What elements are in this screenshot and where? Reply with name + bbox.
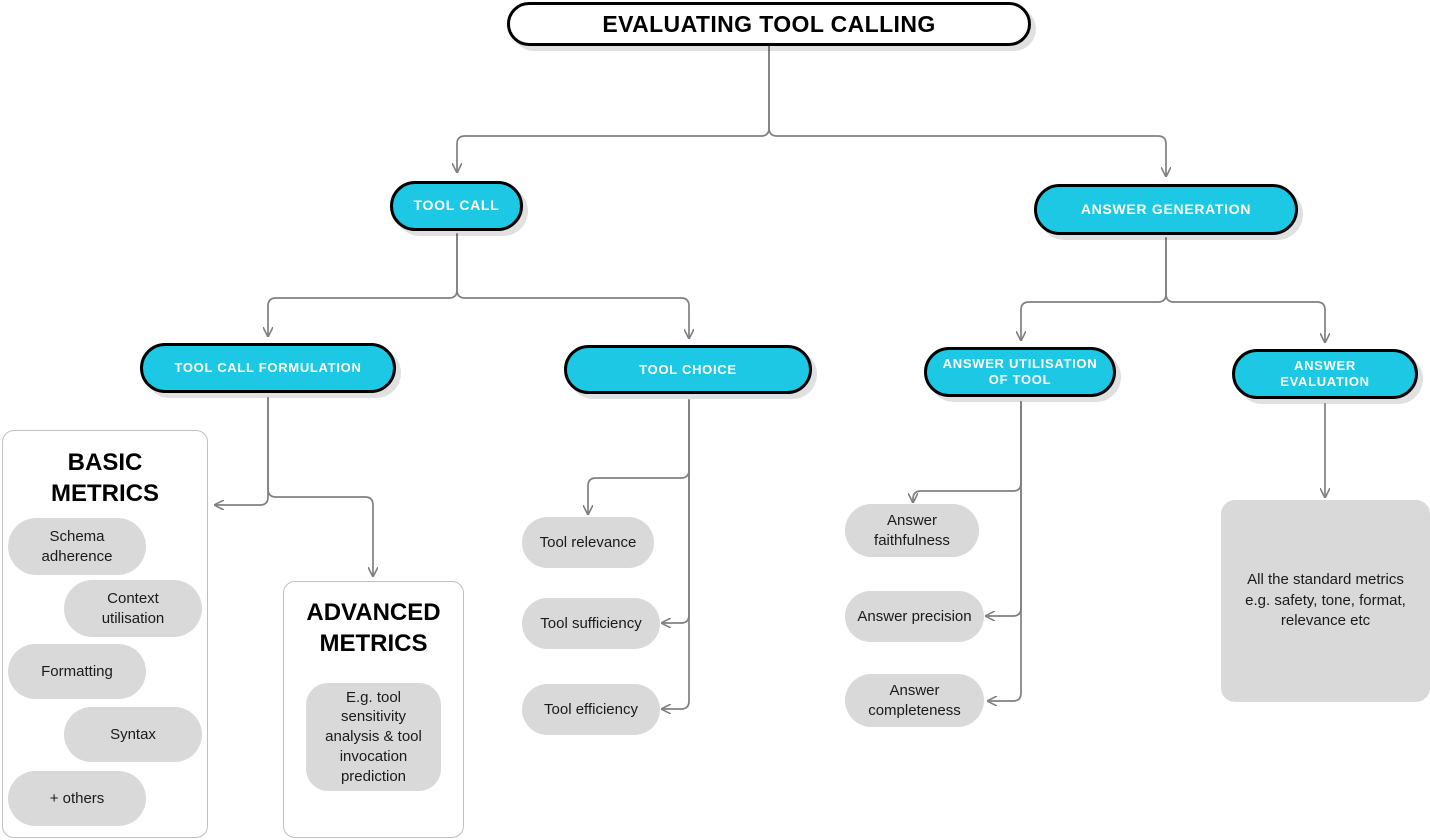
chip-advanced-metrics-example-label: E.g. tool sensitivity analysis & tool in… [325, 688, 422, 785]
chip-plus-others-label: + others [49, 789, 105, 807]
chip-context-utilisation-line2: utilisation [101, 609, 165, 627]
chip-answer-faithfulness[interactable]: Answer faithfulness [845, 504, 979, 557]
panel-advanced-metrics-title: ADVANCED METRICS [284, 598, 463, 659]
chip-schema-adherence-line1: Schema [49, 527, 105, 545]
block-standard-metrics[interactable]: All the standard metrics e.g. safety, to… [1221, 500, 1430, 702]
chip-formatting-label: Formatting [41, 662, 113, 680]
edge-formulation-to-advanced-metrics [267, 397, 373, 576]
chip-schema-adherence[interactable]: Schema adherence [8, 518, 146, 575]
chip-answer-precision-label: Answer precision [857, 607, 972, 625]
node-tool-choice[interactable]: TOOL CHOICE [564, 345, 812, 394]
edge-tool-call-to-formulation [268, 233, 458, 336]
edge-root-to-tool-call [457, 45, 770, 172]
node-tool-call-formulation[interactable]: TOOL CALL FORMULATION [140, 343, 396, 393]
chip-tool-relevance-label: Tool relevance [539, 533, 637, 551]
edge-formulation-to-basic-metrics [215, 397, 269, 505]
node-answer-generation-label: ANSWER GENERATION [1080, 200, 1252, 217]
chip-answer-precision[interactable]: Answer precision [845, 591, 984, 642]
edge-root-to-answer-generation [768, 45, 1166, 176]
edge-utilisation-to-precision [986, 401, 1022, 616]
edge-tool-choice-to-tool-efficiency [662, 399, 690, 709]
node-tool-call[interactable]: TOOL CALL [390, 181, 523, 231]
panel-advanced-metrics-title-line1: ADVANCED [306, 599, 441, 626]
panel-basic-metrics-title-line1: BASIC [67, 449, 143, 476]
chip-answer-completeness[interactable]: Answer completeness [845, 674, 984, 727]
edge-tool-choice-to-tool-sufficiency [662, 399, 690, 623]
chip-context-utilisation-line1: Context [107, 589, 159, 607]
node-tool-choice-label: TOOL CHOICE [639, 361, 737, 377]
node-answer-evaluation[interactable]: ANSWER EVALUATION [1232, 349, 1418, 399]
chip-syntax[interactable]: Syntax [64, 707, 202, 762]
root-node-evaluating-tool-calling[interactable]: EVALUATING TOOL CALLING [507, 2, 1031, 46]
chip-tool-sufficiency-label: Tool sufficiency [540, 614, 642, 632]
chip-schema-adherence-line2: adherence [41, 547, 113, 565]
chip-answer-completeness-line1: Answer [889, 681, 940, 699]
edge-answer-generation-to-utilisation [1021, 237, 1167, 340]
node-answer-utilisation-line1: ANSWER UTILISATION [942, 356, 1098, 372]
block-standard-metrics-label: All the standard metrics e.g. safety, to… [1245, 570, 1406, 630]
panel-advanced-metrics-title-line2: METRICS [319, 629, 428, 657]
node-answer-generation[interactable]: ANSWER GENERATION [1034, 184, 1298, 235]
node-answer-evaluation-line2: EVALUATION [1280, 374, 1370, 389]
node-answer-utilisation-of-tool[interactable]: ANSWER UTILISATION OF TOOL [924, 347, 1116, 397]
node-tool-call-label: TOOL CALL [413, 197, 500, 214]
panel-basic-metrics-title-line2: METRICS [51, 479, 159, 507]
chip-plus-others[interactable]: + others [8, 771, 146, 826]
chip-tool-efficiency-label: Tool efficiency [544, 700, 638, 718]
chip-advanced-metrics-example[interactable]: E.g. tool sensitivity analysis & tool in… [306, 683, 441, 791]
node-answer-evaluation-line1: ANSWER [1294, 358, 1356, 374]
edge-utilisation-to-completeness [988, 401, 1022, 701]
node-tool-call-formulation-label: TOOL CALL FORMULATION [174, 360, 362, 376]
edge-tool-choice-to-tool-relevance [588, 399, 690, 514]
edge-answer-generation-to-evaluation [1165, 237, 1325, 342]
chip-syntax-label: Syntax [110, 725, 156, 743]
chip-answer-faithfulness-line1: Answer [886, 511, 938, 529]
edge-utilisation-to-faithfulness [913, 401, 1022, 502]
node-answer-utilisation-line2: OF TOOL [988, 372, 1052, 387]
chip-answer-completeness-line2: completeness [868, 701, 961, 719]
chip-tool-relevance[interactable]: Tool relevance [522, 517, 654, 568]
chip-answer-faithfulness-line2: faithfulness [874, 531, 950, 549]
edge-tool-call-to-tool-choice [456, 233, 689, 338]
chip-tool-efficiency[interactable]: Tool efficiency [522, 684, 660, 735]
chip-formatting[interactable]: Formatting [8, 644, 146, 699]
root-node-label: EVALUATING TOOL CALLING [602, 10, 936, 37]
panel-basic-metrics-title: BASIC METRICS [3, 448, 207, 509]
chip-tool-sufficiency[interactable]: Tool sufficiency [522, 598, 660, 649]
chip-context-utilisation[interactable]: Context utilisation [64, 580, 202, 637]
